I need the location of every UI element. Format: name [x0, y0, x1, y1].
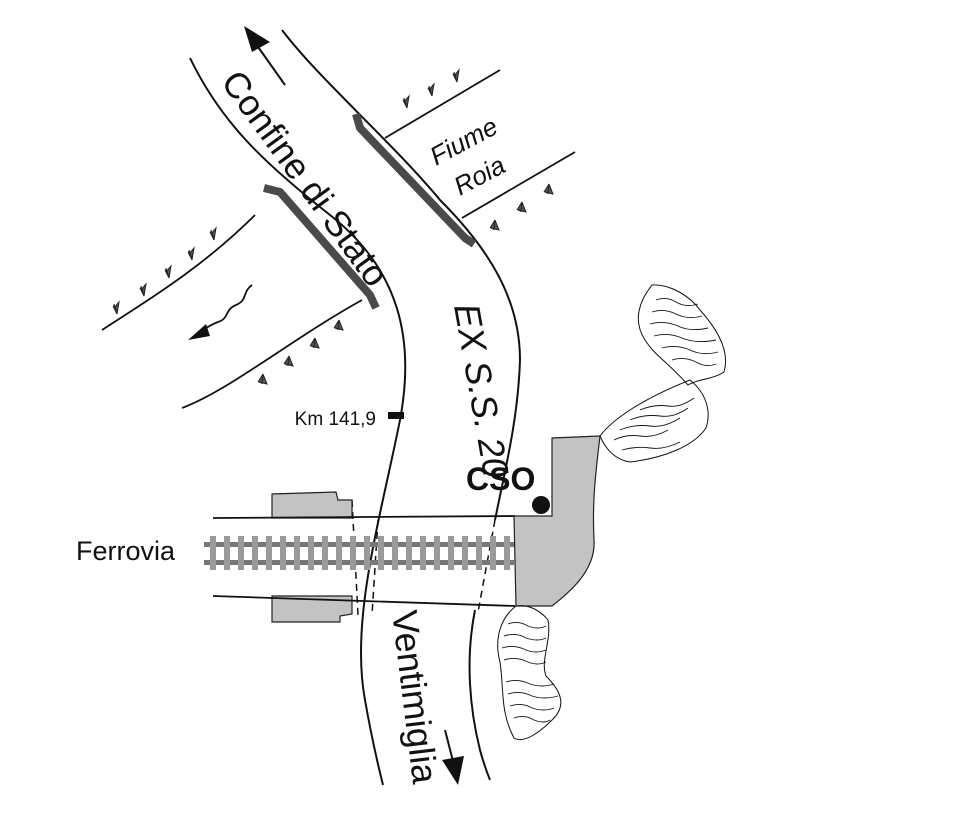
river-bank-upper-left — [101, 214, 256, 331]
road-edge-left — [189, 57, 407, 786]
arrow-up-left-icon — [244, 26, 286, 86]
border-label: Confine di Stato — [214, 63, 398, 294]
km-marker: Km 141,9 — [295, 409, 404, 430]
railway-deck-top — [212, 515, 516, 519]
km-tick — [388, 412, 404, 419]
destination-label: Ventimiglia — [384, 608, 446, 787]
vegetation-marks — [112, 68, 554, 385]
grass-tuft-icon — [402, 94, 410, 109]
railway-label: Ferrovia — [76, 536, 176, 566]
river-flow-arrow-icon — [188, 284, 253, 340]
river-bank-lower-left — [181, 299, 363, 409]
grass-tuft-icon — [489, 219, 500, 231]
arrow-down-icon — [442, 729, 464, 785]
cso-label: CSO — [466, 461, 535, 497]
grass-tuft-icon — [309, 337, 320, 349]
river-label: Fiume Roia — [425, 111, 510, 201]
grass-tuft-icon — [543, 183, 554, 195]
grass-tuft-icon — [164, 264, 172, 279]
grass-tuft-icon — [257, 373, 268, 385]
dashed-edge-mid — [371, 519, 379, 616]
railway-deck-bottom — [212, 595, 516, 607]
river-bank-lower-right — [461, 151, 576, 219]
grass-tuft-icon — [516, 201, 527, 213]
grass-tuft-icon — [283, 355, 294, 367]
river-bank-upper-right — [384, 69, 501, 139]
grass-tuft-icon — [112, 300, 120, 315]
km-label: Km 141,9 — [295, 409, 376, 430]
dashed-edge-right — [477, 519, 496, 613]
grass-tuft-icon — [209, 226, 217, 241]
retaining-structure — [513, 435, 601, 607]
grass-tuft-icon — [187, 246, 195, 261]
point-marker-icon — [532, 496, 550, 514]
grass-tuft-icon — [427, 82, 435, 97]
road-under-railway — [351, 499, 496, 616]
bridge-parapet-lower — [263, 184, 380, 310]
railway-track — [204, 536, 514, 570]
rock-middle — [599, 379, 709, 463]
railway-abutment-upper — [271, 491, 353, 519]
rock-lower — [497, 605, 562, 740]
road-edges — [189, 29, 522, 786]
grass-tuft-icon — [333, 319, 344, 331]
retaining-wall — [513, 435, 601, 607]
road-edge-right — [281, 29, 522, 521]
railway-sleepers — [210, 536, 510, 570]
cso-point: CSO — [466, 461, 550, 514]
grass-tuft-icon — [139, 282, 147, 297]
rock-upper — [637, 284, 726, 386]
bridge-parapet-upper — [352, 112, 477, 248]
rock-hatching — [501, 297, 719, 723]
grass-tuft-icon — [452, 68, 460, 83]
road-label: EX S.S. 20 — [446, 300, 517, 481]
rock-cliff-icon — [497, 284, 726, 740]
road-edge-right-lower — [468, 609, 491, 781]
railway-abutment-lower — [271, 595, 353, 623]
bridge — [263, 112, 477, 310]
railway — [204, 491, 516, 623]
river-roia — [101, 69, 576, 409]
